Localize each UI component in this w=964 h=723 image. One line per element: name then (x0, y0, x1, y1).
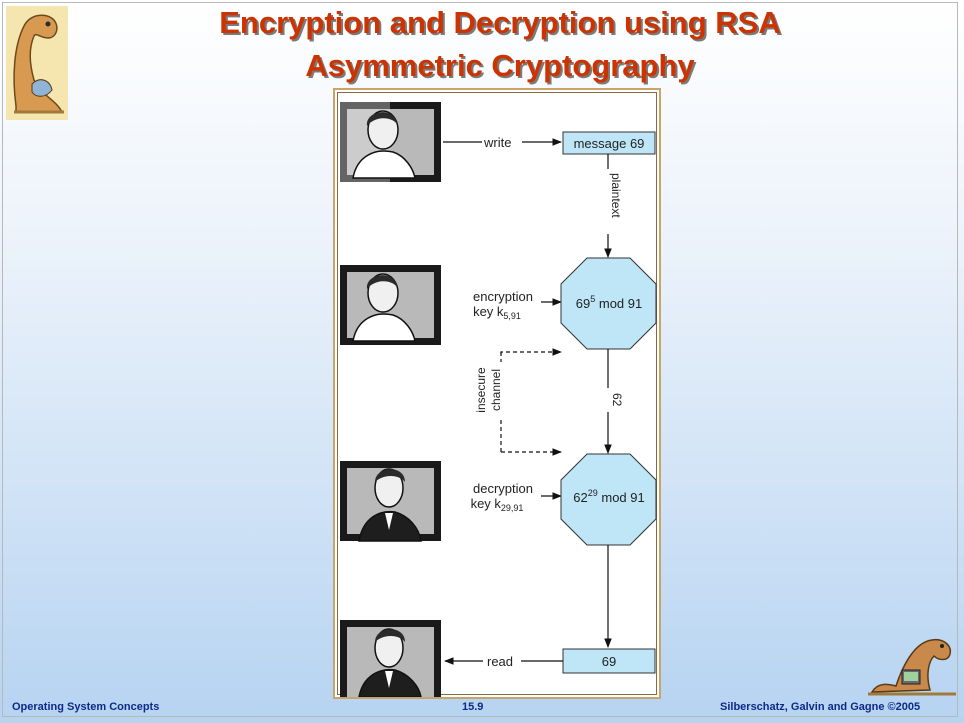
decryption-octagon (560, 453, 657, 546)
encryption-key-label-2: key k5,91 (473, 304, 521, 321)
insecure-channel-arrow-top (500, 348, 562, 356)
slide-title-line-1: Encryption and Decryption using RSA (219, 5, 781, 40)
encryption-key-label-1: encryption (473, 289, 533, 304)
result-box-label: 69 (602, 654, 616, 669)
person-receiver-read (340, 620, 441, 697)
channel-label: channel (489, 369, 503, 411)
decryption-key-label-2: key k29,91 (471, 496, 524, 513)
read-label: read (487, 654, 513, 669)
footer-right: Silberschatz, Galvin and Gagne ©2005 (720, 701, 921, 713)
person-sender-write (340, 102, 441, 182)
write-label: write (483, 135, 511, 150)
insecure-label: insecure (474, 367, 488, 413)
message-box (562, 131, 656, 155)
footer-page-number: 15.9 (462, 701, 484, 713)
decryption-op: 6229 mod 91 (573, 488, 644, 505)
slide-title-line-2: Asymmetric Cryptography (305, 48, 695, 83)
rsa-diagram-figure: write message 69 plaintext encryption ke… (333, 88, 661, 699)
rsa-diagram: write message 69 plaintext encryption ke… (340, 102, 657, 697)
plaintext-label: plaintext (609, 173, 623, 218)
message-box-label: message 69 (574, 136, 645, 151)
person-sender-encryption (340, 265, 441, 345)
footer-left: Operating System Concepts (12, 701, 160, 713)
person-receiver-decryption (340, 461, 441, 542)
ciphertext-label: 62 (610, 393, 624, 407)
encryption-op: 695 mod 91 (576, 294, 642, 311)
encryption-octagon (560, 257, 657, 350)
dinosaur-logo-top-left (6, 6, 68, 120)
dinosaur-logo-bottom-right (868, 638, 956, 696)
decryption-key-label-1: decryption (473, 481, 533, 496)
